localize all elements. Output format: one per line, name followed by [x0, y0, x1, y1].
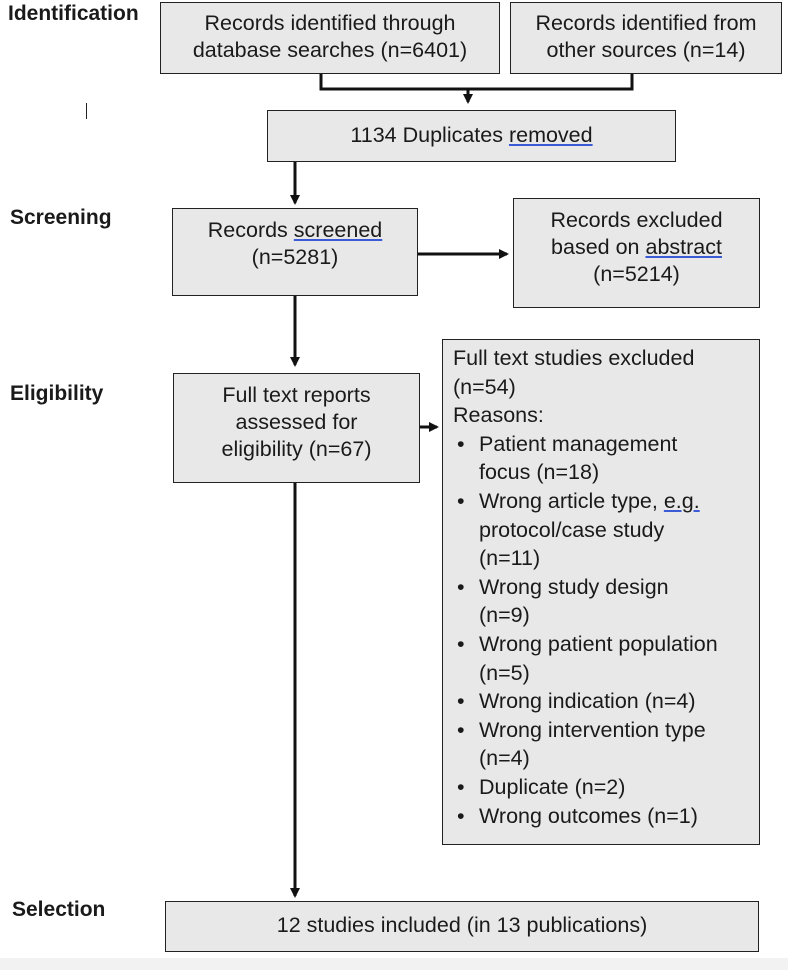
reason-text: Wrong indication (n=4)	[479, 689, 696, 714]
reason-text: Wrong article type,	[479, 488, 664, 513]
reason-text: (n=5)	[479, 660, 530, 685]
exclusion-reasons-list: Patient management focus (n=18) Wrong ar…	[453, 430, 759, 830]
fulltext-excluded-count: (n=54)	[453, 374, 516, 399]
reason-text: Patient management	[479, 431, 678, 456]
text-cursor	[86, 103, 87, 119]
stage-identification: Identification	[8, 2, 139, 25]
reason-text: Wrong intervention type	[479, 717, 706, 742]
screened-count: (n=5281)	[251, 245, 339, 269]
reason-item: Wrong indication (n=4)	[453, 687, 759, 716]
excluded-abstract-line2: based on	[551, 235, 646, 259]
reason-item: Wrong intervention type (n=4)	[453, 716, 759, 773]
reason-item: Wrong article type, e.g. protocol/case s…	[453, 487, 759, 573]
screened-underlined: screened	[293, 218, 383, 242]
box-fulltext-assessed: Full text reports assessed for eligibili…	[173, 373, 420, 483]
database-line2: database searches (n=6401)	[192, 38, 468, 62]
reason-text: Wrong outcomes (n=1)	[479, 803, 698, 828]
included-text: 12 studies included (in 13 publications)	[276, 913, 648, 937]
other-line1: Records identified from	[535, 11, 757, 35]
reason-text: Duplicate (n=2)	[479, 774, 626, 799]
reason-text: Wrong patient population	[479, 631, 718, 656]
reason-text: (n=11)	[479, 546, 541, 571]
stage-screening: Screening	[10, 206, 112, 229]
reason-item: Patient management focus (n=18)	[453, 430, 759, 487]
excluded-abstract-line1: Records excluded	[550, 208, 723, 232]
box-duplicates-removed: 1134 Duplicates removed	[267, 110, 676, 162]
box-excluded-abstract: Records excluded based on abstract (n=52…	[513, 198, 760, 308]
fulltext-line3: eligibility (n=67)	[221, 437, 372, 461]
merge-connector	[319, 73, 634, 91]
box-database-records: Records identified through database sear…	[160, 2, 500, 74]
other-line2: other sources (n=14)	[546, 38, 746, 62]
reasons-label: Reasons:	[453, 403, 544, 428]
reason-underlined: e.g.	[663, 488, 700, 513]
screened-text: Records	[207, 218, 294, 242]
reason-text: Wrong study design	[479, 574, 669, 599]
box-studies-included: 12 studies included (in 13 publications)	[165, 901, 759, 952]
box-fulltext-excluded: Full text studies excluded (n=54) Reason…	[442, 339, 760, 845]
stage-selection: Selection	[12, 898, 106, 921]
reason-text: focus (n=18)	[479, 460, 600, 485]
excluded-abstract-underlined: abstract	[645, 235, 722, 259]
reason-item: Wrong patient population (n=5)	[453, 630, 759, 687]
duplicates-text: 1134 Duplicates	[350, 123, 509, 147]
reason-text: (n=4)	[479, 746, 530, 771]
fulltext-excluded-title: Full text studies excluded	[453, 346, 695, 370]
bottom-strip	[0, 958, 788, 970]
box-records-screened: Records screened (n=5281)	[172, 208, 418, 296]
reason-item: Wrong study design (n=9)	[453, 573, 759, 630]
reason-text: (n=9)	[479, 603, 530, 628]
database-line1: Records identified through	[204, 11, 456, 35]
fulltext-line1: Full text reports	[222, 383, 371, 407]
reason-item: Wrong outcomes (n=1)	[453, 802, 759, 831]
excluded-abstract-count: (n=5214)	[593, 262, 680, 286]
reason-item: Duplicate (n=2)	[453, 773, 759, 802]
stage-eligibility: Eligibility	[10, 382, 104, 405]
fulltext-line2: assessed for	[235, 410, 358, 434]
box-other-sources: Records identified from other sources (n…	[510, 2, 782, 74]
reason-text: protocol/case study	[479, 517, 665, 542]
duplicates-underlined: removed	[508, 123, 593, 147]
